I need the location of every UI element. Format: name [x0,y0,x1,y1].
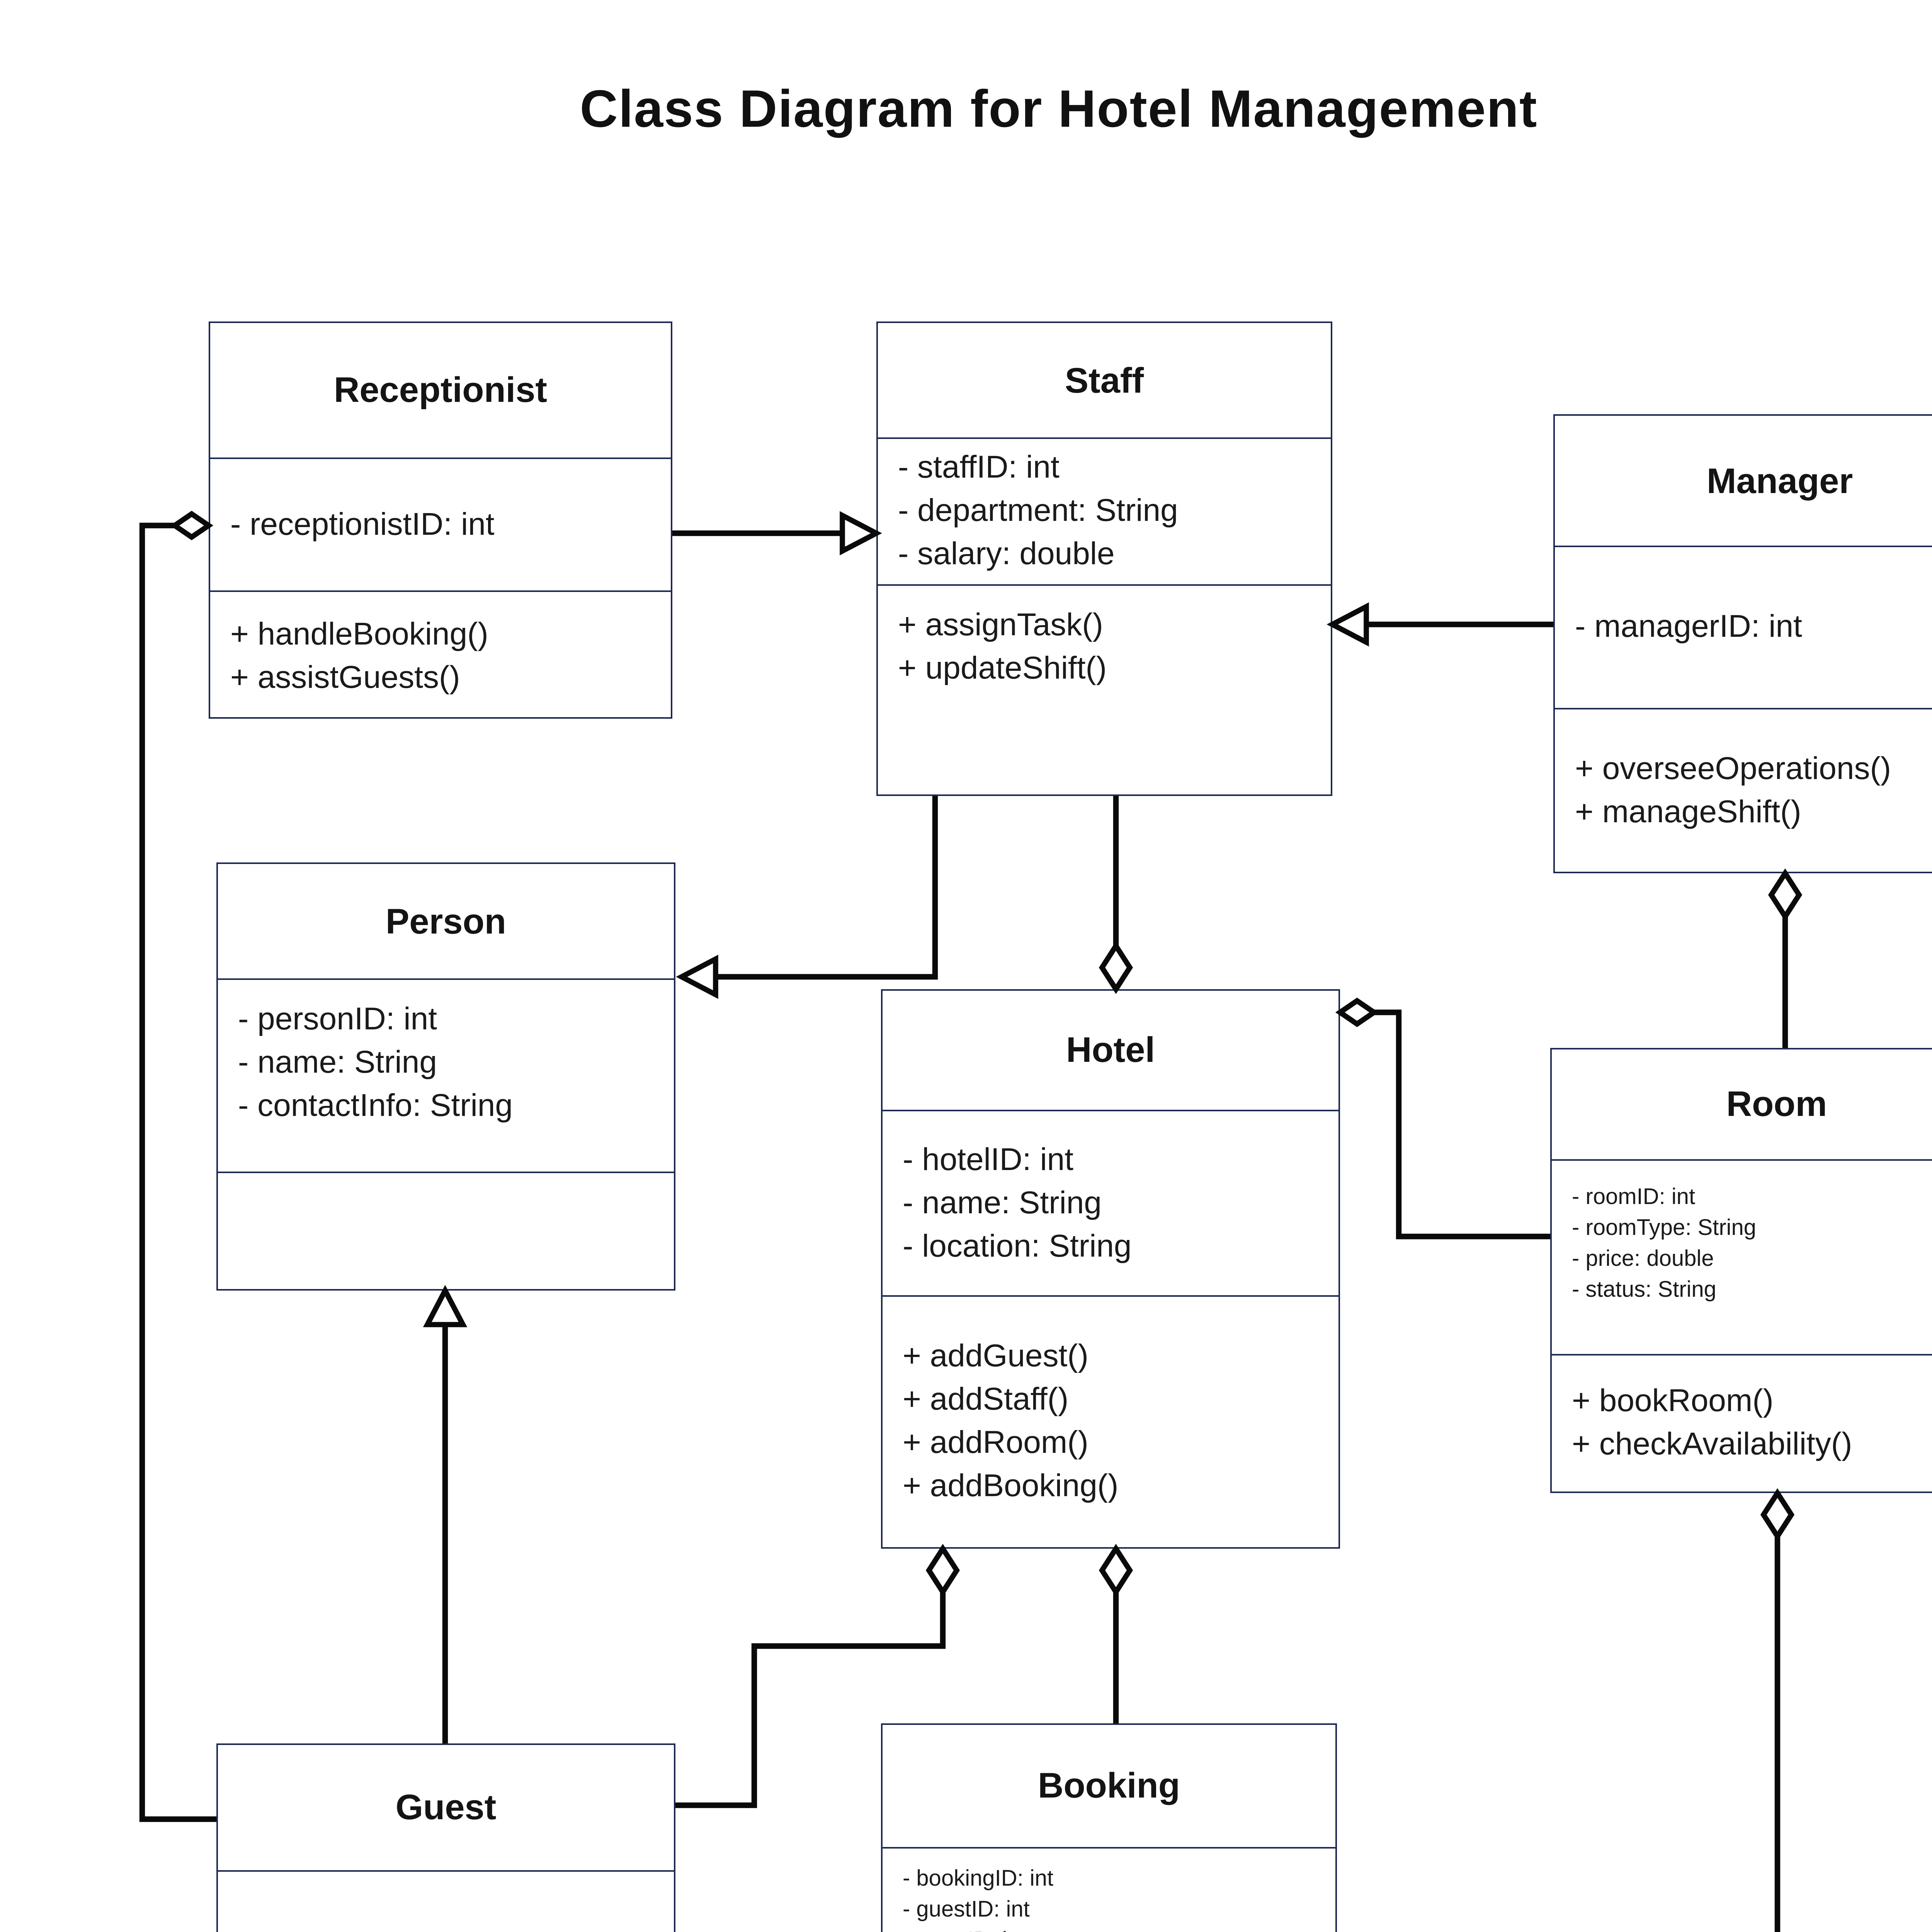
class-methods: + overseeOperations() + manageShift() [1555,709,1932,872]
uml-attribute: - guestID: int [903,1898,1030,1923]
class-attributes: - personID: int - name: String - contact… [218,980,674,1173]
uml-attribute: - roomID: int [1572,1185,1696,1210]
uml-attribute: - status: String [1572,1278,1716,1303]
uml-attribute: - price: double [1572,1247,1714,1272]
class-box-booking: Booking - bookingID: int - guestID: int … [881,1723,1337,1932]
uml-method: + assistGuests() [230,660,460,696]
uml-attribute: - staffID: int [898,450,1060,485]
class-box-manager: Manager - managerID: int + overseeOperat… [1553,414,1932,873]
class-attributes: - bookingID: int - guestID: int - roomID… [883,1849,1335,1932]
class-box-receptionist: Receptionist - receptionistID: int + han… [209,321,672,719]
uml-attribute: - name: String [903,1185,1102,1220]
class-box-hotel: Hotel - hotelID: int - name: String - lo… [881,989,1340,1549]
generalization-staff-to-person-line [676,796,938,999]
uml-attribute: - receptionistID: int [230,506,495,542]
aggregation-hotel-room-line [1335,997,1550,1240]
class-attributes: - roomID: int - roomType: String - price… [1552,1161,1932,1355]
class-methods: + addGuest() + addStaff() + addRoom() + … [883,1297,1338,1547]
uml-attribute: - roomType: String [1572,1216,1757,1241]
uml-attribute: - managerID: int [1575,609,1802,645]
open-diamond-icon [1760,1488,1795,1541]
open-triangle-arrow-icon [1327,602,1369,647]
class-title: Hotel [883,991,1338,1111]
class-methods [218,1173,674,1289]
class-box-person: Person - personID: int - name: String - … [216,862,675,1291]
class-attributes: - guestID: int - stayDuration: String [218,1872,674,1932]
generalization-manager-to-staff-line [1327,602,1553,647]
uml-attribute: - location: String [903,1228,1132,1264]
aggregation-receptionist-guest-line [139,510,216,1822]
uml-attribute: - department: String [898,493,1178,529]
uml-method: + handleBooking() [230,617,488,652]
class-title: Staff [878,323,1331,439]
class-title: Guest [218,1745,674,1872]
class-attributes: - staffID: int - department: String - sa… [878,439,1331,586]
class-title: Person [218,864,674,980]
uml-attribute: - contactInfo: String [238,1088,513,1124]
class-attributes: - managerID: int [1555,547,1932,709]
open-diamond-icon [1099,1544,1133,1597]
uml-method: + overseeOperations() [1575,750,1891,786]
class-attributes: - receptionistID: int [210,459,671,592]
open-triangle-arrow-icon [423,1285,468,1327]
uml-method: + addBooking() [903,1468,1119,1504]
class-attributes: - hotelID: int - name: String - location… [883,1111,1338,1297]
class-box-room: Room - roomID: int - roomType: String - … [1550,1048,1932,1493]
uml-method: + updateShift() [898,651,1107,686]
uml-attribute: - name: String [238,1045,437,1080]
class-title: Receptionist [210,323,671,459]
aggregation-room-booking-line [1760,1488,1795,1932]
generalization-receptionist-to-staff-line [672,511,882,556]
open-diamond-icon [1099,941,1133,994]
uml-attribute: - hotelID: int [903,1141,1074,1177]
class-title: Manager [1555,416,1932,547]
aggregation-manager-room-line [1768,868,1803,1048]
class-methods: + bookRoom() + checkAvailability() [1552,1355,1932,1492]
class-methods: + handleBooking() + assistGuests() [210,592,671,717]
aggregation-hotel-booking-line [1099,1544,1133,1723]
uml-attribute: - salary: double [898,536,1115,572]
uml-attribute: - roomID: int [903,1926,1329,1932]
diagram-title: Class Diagram for Hotel Management [580,80,1538,139]
open-diamond-icon [1768,868,1803,922]
class-title: Booking [883,1725,1335,1849]
open-triangle-arrow-icon [676,954,718,999]
class-box-guest: Guest - guestID: int - stayDuration: Str… [216,1743,675,1932]
open-diamond-icon [925,1544,960,1597]
uml-method: + assignTask() [898,607,1103,643]
open-diamond-icon [1335,997,1379,1027]
class-methods: + assignTask() + updateShift() [878,586,1331,794]
uml-attribute: - personID: int [238,1002,437,1037]
uml-method: + addRoom() [903,1425,1088,1461]
uml-method: + addStaff() [903,1382,1069,1417]
class-title: Room [1552,1049,1932,1161]
uml-method: + manageShift() [1575,794,1801,829]
uml-method: + addGuest() [903,1338,1088,1374]
uml-attribute: - bookingID: int [903,1867,1054,1892]
open-triangle-arrow-icon [840,511,882,556]
generalization-guest-to-person-line [423,1285,468,1743]
open-diamond-icon [170,510,214,541]
uml-method: + bookRoom() [1572,1383,1774,1419]
uml-method: + checkAvailability() [1572,1427,1852,1462]
aggregation-hotel-staff-line [1099,796,1133,994]
class-box-staff: Staff - staffID: int - department: Strin… [876,321,1332,796]
